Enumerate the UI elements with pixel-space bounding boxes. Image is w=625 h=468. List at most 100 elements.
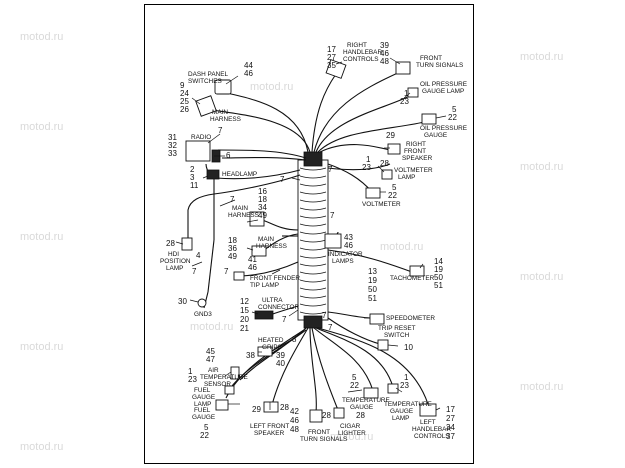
tachometer-connector <box>409 265 425 277</box>
ultra-connector-plug <box>254 310 274 320</box>
temperature-gauge-lamp-socket <box>387 383 399 394</box>
callout-temp-28: 28 <box>356 411 365 420</box>
watermark-layer: motod.ru motod.ru motod.ru motod.ru moto… <box>20 31 563 453</box>
speedometer-label: SPEEDOMETER <box>386 315 435 322</box>
voltmeter-lamp-socket <box>381 169 393 180</box>
callout-fender-7: 7 <box>224 267 229 276</box>
watermark-text: motod.ru <box>20 31 63 43</box>
callout-center-7: 7 <box>322 311 327 320</box>
gnd3-label: GND3 <box>194 311 212 318</box>
callout-lfs-28: 28 <box>280 403 289 412</box>
trip-reset-switch-body <box>377 339 389 351</box>
callout-hdi-7: 7 <box>192 267 197 276</box>
callout-harness-7: 7 <box>280 175 285 184</box>
callout-rfs-29: 29 <box>386 131 395 140</box>
watermark-text: motod.ru <box>190 321 233 333</box>
callout-hdi-28: 28 <box>166 239 175 248</box>
callout-center-7: 7 <box>330 211 335 220</box>
callout-ultra-7: 7 <box>282 315 287 324</box>
cigar-lighter-socket <box>333 407 345 419</box>
front-turn-signals-top-connector <box>395 61 411 75</box>
callout-radio-7: 7 <box>218 126 223 135</box>
heated-grips-connector <box>257 346 273 357</box>
oil-pressure-gauge-connector <box>421 113 437 125</box>
watermark-text: motod.ru <box>380 241 423 253</box>
gnd3-terminal <box>197 298 207 308</box>
fuel-gauge-lamp-socket <box>224 385 235 395</box>
diagram-frame <box>144 4 474 464</box>
watermark-text: motod.ru <box>20 231 63 243</box>
watermark-text: motod.ru <box>250 81 293 93</box>
watermark-text: motod.ru <box>520 381 563 393</box>
leader-lines <box>175 57 447 411</box>
callout-center-7: 7 <box>328 165 333 174</box>
watermark-text: motod.ru <box>520 161 563 173</box>
callout-center-7: 7 <box>328 323 333 332</box>
indicator-lamps-connector <box>324 233 342 249</box>
main-harness-low-connector <box>251 245 267 257</box>
main-harness-mid-connector <box>249 211 265 227</box>
main-harness-trunk <box>297 151 329 329</box>
watermark-text: motod.ru <box>20 341 63 353</box>
callout-radio-6: 6 <box>226 151 231 160</box>
headlamp-label: HEADLAMP <box>222 171 257 178</box>
callout-trip-10: 10 <box>404 343 413 352</box>
oil-pressure-gauge-lamp-socket <box>407 87 419 98</box>
front-turn-signals-bottom-connector <box>309 409 323 423</box>
callout-hdi-4: 4 <box>196 251 201 260</box>
callout-gnd-30: 30 <box>178 297 187 306</box>
air-temperature-sensor-body <box>230 366 240 380</box>
watermark-text: motod.ru <box>20 441 63 453</box>
front-fender-tip-lamp-connector <box>233 271 245 281</box>
callout-rfs-28: 28 <box>380 159 389 168</box>
speedometer-connector <box>369 313 385 325</box>
harness-bundle <box>297 159 329 321</box>
watermark-text: motod.ru <box>20 121 63 133</box>
harness-bottom-clamp <box>303 315 323 329</box>
watermark-text: motod.ru <box>330 431 373 443</box>
temperature-gauge-connector <box>363 387 379 399</box>
fuel-gauge-connector <box>215 399 229 411</box>
hdi-position-lamp-bulb <box>181 237 193 251</box>
radio-connector <box>185 140 211 162</box>
components <box>181 59 437 423</box>
headlamp-connector <box>206 169 220 180</box>
